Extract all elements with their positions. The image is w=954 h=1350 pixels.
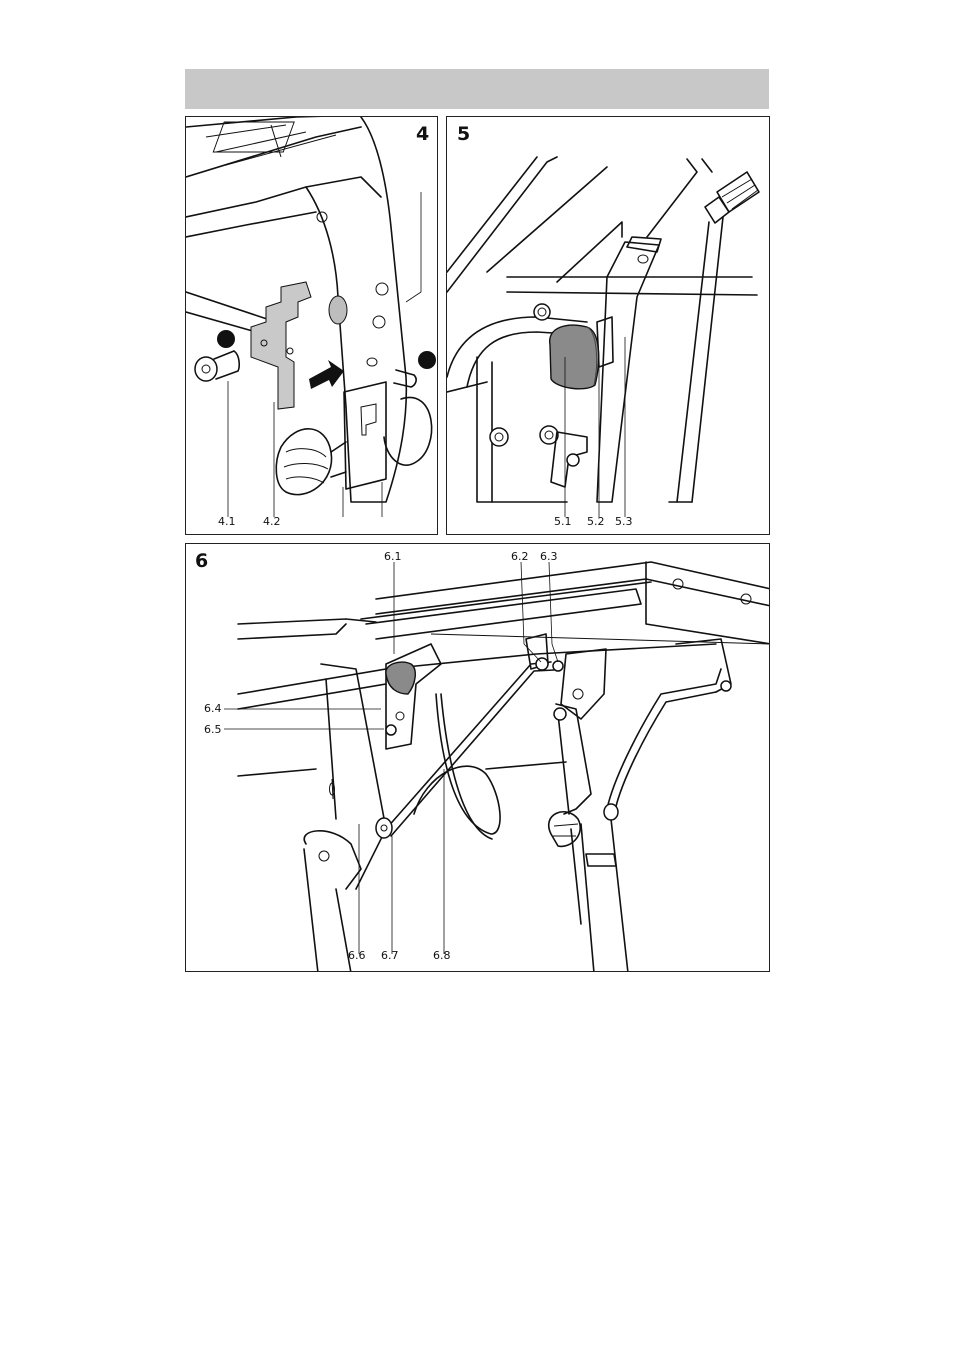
label-6-4: 6.4 bbox=[204, 703, 222, 714]
label-6-5: 6.5 bbox=[204, 724, 222, 735]
label-4-2: 4.2 bbox=[263, 516, 281, 527]
label-4-1: 4.1 bbox=[218, 516, 236, 527]
label-6-6: 6.6 bbox=[348, 950, 366, 961]
label-6-1: 6.1 bbox=[384, 551, 402, 562]
figure-5-panel: 5 5.1 5.2 5.3 bbox=[446, 116, 770, 535]
figure-4-illustration bbox=[186, 117, 438, 535]
label-5-2: 5.2 bbox=[587, 516, 605, 527]
figure-6-panel: 6 6.1 6.2 6.3 6.4 6.5 6.6 6.7 6.8 bbox=[185, 543, 770, 972]
label-6-3: 6.3 bbox=[540, 551, 558, 562]
label-5-3: 5.3 bbox=[615, 516, 633, 527]
label-5-1: 5.1 bbox=[554, 516, 572, 527]
label-6-2: 6.2 bbox=[511, 551, 529, 562]
figure-5-number: 5 bbox=[457, 125, 470, 144]
figure-6-illustration bbox=[186, 544, 770, 972]
label-6-8: 6.8 bbox=[433, 950, 451, 961]
label-6-7: 6.7 bbox=[381, 950, 399, 961]
header-bar bbox=[185, 69, 769, 109]
figure-4-number: 4 bbox=[416, 125, 429, 144]
figure-6-number: 6 bbox=[195, 552, 208, 571]
figure-5-illustration bbox=[447, 117, 770, 535]
figure-4-panel: 4 4.1 4.2 bbox=[185, 116, 438, 535]
